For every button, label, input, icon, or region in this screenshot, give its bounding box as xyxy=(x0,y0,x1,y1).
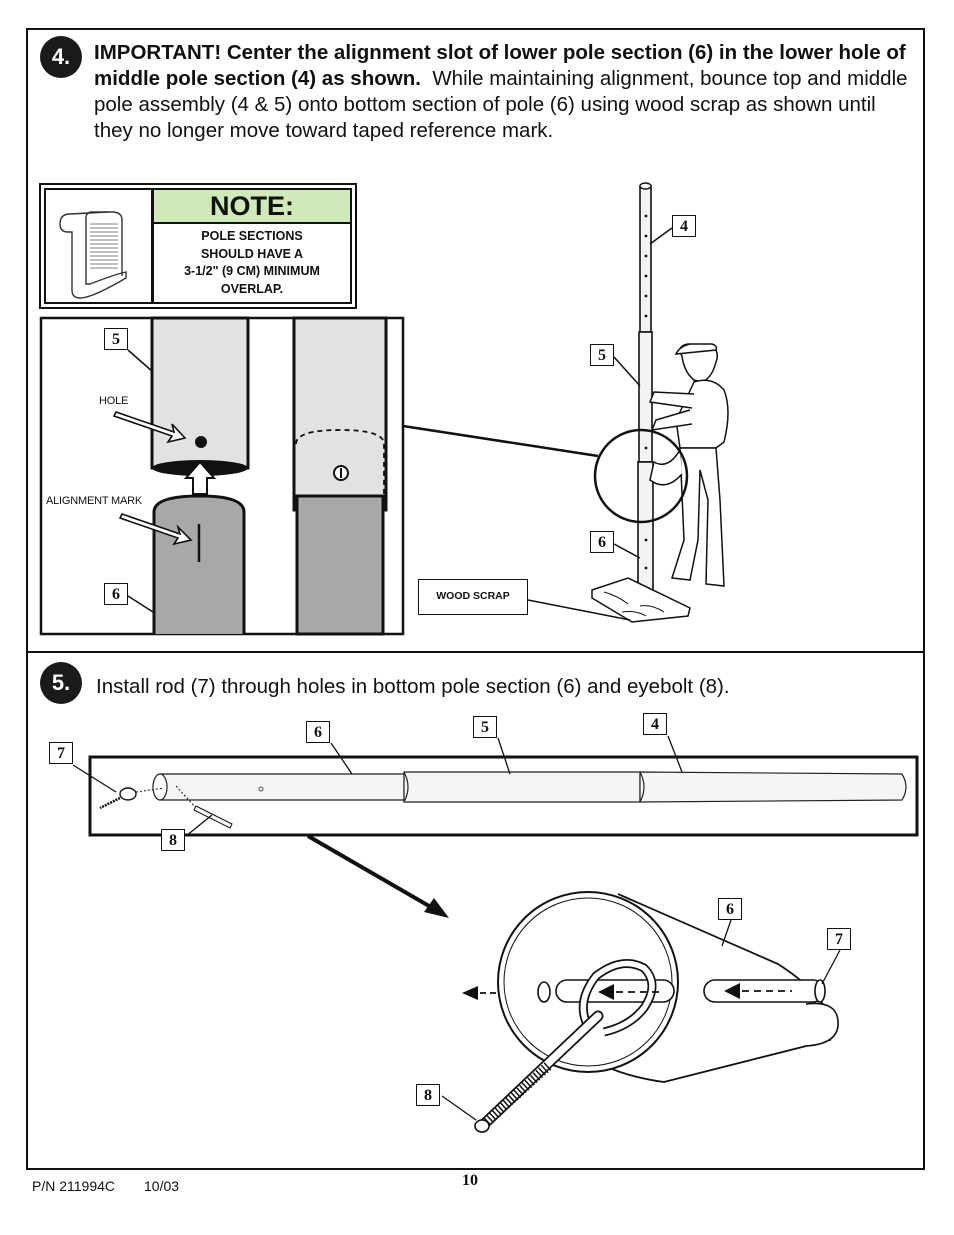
detail-assembled-poles xyxy=(292,316,388,636)
pole-installer-figure xyxy=(591,182,729,623)
step-5-instructions: Install rod (7) through holes in bottom … xyxy=(96,675,730,698)
callout-6-detail: 6 xyxy=(104,583,128,605)
page-frame xyxy=(26,28,925,1170)
callout-7-cylinder: 7 xyxy=(827,928,851,950)
rod-direction-arrow-icon xyxy=(462,986,478,1000)
callout-8-pole: 8 xyxy=(161,829,185,851)
alignment-mark-label: ALIGNMENT MARK xyxy=(46,495,143,507)
note-line-3: 3-1/2" (9 CM) MINIMUM xyxy=(184,264,320,278)
callout-6-pole: 6 xyxy=(306,721,330,743)
callout-4-figure: 4 xyxy=(672,215,696,237)
page-number: 10 xyxy=(462,1172,478,1189)
hole-arrow-icon xyxy=(112,411,187,444)
callout-4-pole: 4 xyxy=(643,713,667,735)
wood-scrap-label: WOOD SCRAP xyxy=(418,579,528,615)
note-line-2: SHOULD HAVE A xyxy=(200,246,304,261)
assembled-pole-horizontal xyxy=(152,771,907,803)
detail-upper-pole-left xyxy=(150,316,250,476)
callout-5-detail: 5 xyxy=(104,328,128,350)
step-5-badge: 5. xyxy=(40,662,82,704)
step-5-number: 5. xyxy=(51,670,71,695)
step-4-instructions: IMPORTANT! Center the alignment slot of … xyxy=(94,40,909,144)
callout-6-cylinder: 6 xyxy=(718,898,742,920)
revision-date: 10/03 xyxy=(144,1178,180,1194)
callout-5-figure: 5 xyxy=(590,344,614,366)
note-body: POLE SECTIONS SHOULD HAVE A 3-1/2" (9 CM… xyxy=(154,226,350,302)
note-line-4: OVERLAP. xyxy=(220,281,284,296)
magnifier-circle xyxy=(593,428,689,524)
note-line-1: POLE SECTIONS xyxy=(201,229,303,243)
step-4-badge: 4. xyxy=(40,36,82,78)
up-arrow-icon xyxy=(183,460,217,495)
alignment-arrow-icon xyxy=(118,513,193,546)
detail-pointer-arrow-icon xyxy=(424,898,449,918)
callout-7-pole: 7 xyxy=(49,742,73,764)
detail-lower-pole-left xyxy=(152,494,246,634)
callout-5-pole: 5 xyxy=(473,716,497,738)
hole-marker xyxy=(195,436,207,448)
note-page-icon xyxy=(46,190,154,302)
note-box: NOTE: POLE SECTIONS SHOULD HAVE A 3-1/2"… xyxy=(39,183,357,309)
cylinder-detail xyxy=(462,891,839,1133)
part-number: P/N 211994C xyxy=(32,1178,116,1194)
section-divider xyxy=(26,651,925,653)
callout-6-figure: 6 xyxy=(590,531,614,553)
step-4-body: While maintaining alignment, bounce top … xyxy=(94,67,908,142)
wood-scrap-board xyxy=(591,577,691,623)
hole-label: HOLE xyxy=(99,395,129,407)
step-4-number: 4. xyxy=(51,44,71,69)
step-4-important: IMPORTANT! Center the alignment slot of … xyxy=(94,41,906,90)
note-title: NOTE: xyxy=(154,190,350,224)
callout-8-cylinder: 8 xyxy=(416,1084,440,1106)
small-eyebolt-rod xyxy=(99,785,233,829)
